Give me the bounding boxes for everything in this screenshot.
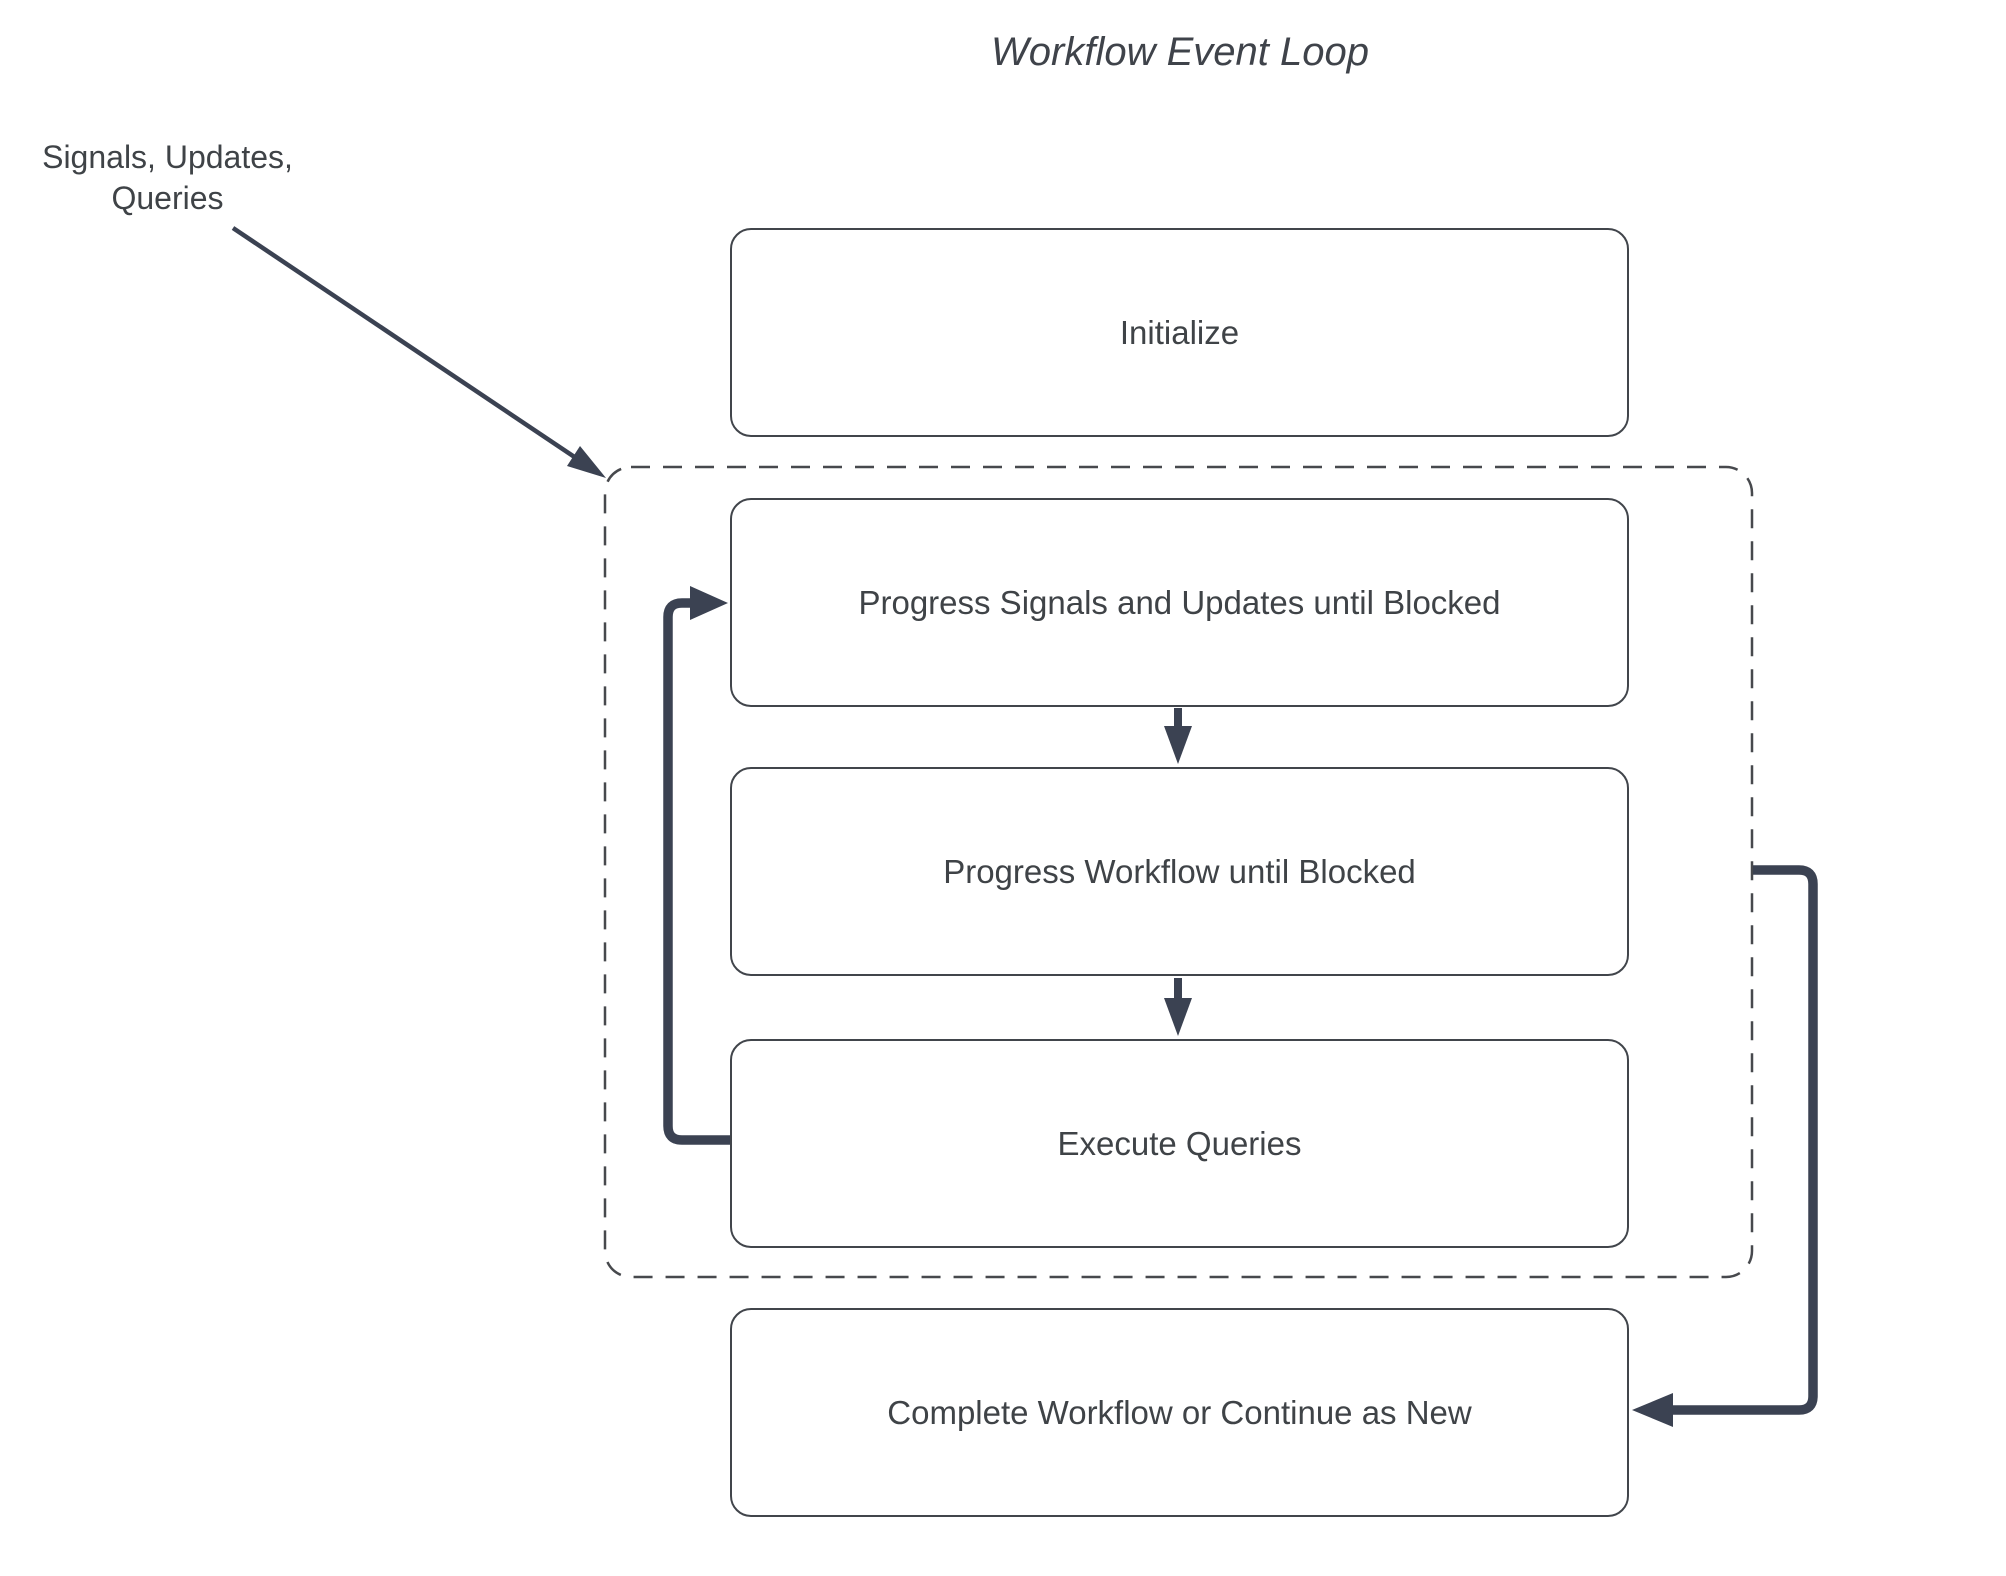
node-progress-signals-updates-label: Progress Signals and Updates until Block… [858, 583, 1501, 621]
signals-input-arrowhead [567, 446, 606, 478]
node-progress-workflow-label: Progress Workflow until Blocked [943, 852, 1416, 890]
node-execute-queries-label: Execute Queries [1057, 1124, 1302, 1162]
event-loop-dashed-container [603, 465, 1754, 1279]
node-progress-workflow: Progress Workflow until Blocked [730, 767, 1629, 976]
down-arrow-workflow-to-queries [1164, 978, 1192, 1036]
node-execute-queries: Execute Queries [730, 1039, 1629, 1248]
node-initialize: Initialize [730, 228, 1629, 437]
loop-back-connector [663, 586, 730, 1145]
diagram-title: Workflow Event Loop [991, 30, 1369, 74]
node-complete-workflow: Complete Workflow or Continue as New [730, 1308, 1629, 1517]
down-arrowhead-1 [1164, 726, 1192, 764]
node-progress-signals-updates: Progress Signals and Updates until Block… [730, 498, 1629, 707]
down-arrow-signals-to-workflow [1164, 708, 1192, 764]
signals-updates-queries-label: Signals, Updates, Queries [42, 139, 293, 216]
node-initialize-label: Initialize [1119, 313, 1240, 351]
loop-back-arrowhead [690, 586, 728, 620]
signals-input-arrow [231, 226, 606, 478]
exit-loop-arrowhead [1632, 1393, 1673, 1427]
exit-loop-connector [1632, 865, 1818, 1427]
node-complete-workflow-label: Complete Workflow or Continue as New [887, 1393, 1472, 1431]
down-arrowhead-2 [1164, 998, 1192, 1036]
